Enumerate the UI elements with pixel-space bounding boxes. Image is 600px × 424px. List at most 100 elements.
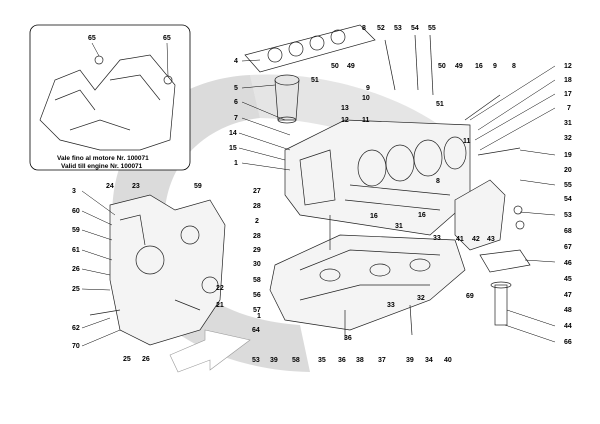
callout-16-right: 16 [475, 63, 483, 70]
callout-27: 27 [253, 188, 261, 195]
watermark-arrow [169, 329, 251, 373]
callout-34: 34 [425, 357, 433, 364]
callout-28-lower: 28 [253, 233, 261, 240]
callout-9-right: 9 [493, 63, 497, 70]
callout-8: 8 [362, 25, 366, 32]
callout-1-lower: 1 [257, 313, 261, 320]
callout-36: 36 [338, 357, 346, 364]
callout-62: 62 [72, 325, 80, 332]
callout-26: 26 [72, 266, 80, 273]
head-gasket [244, 24, 376, 73]
callout-52: 52 [377, 25, 385, 32]
callout-70: 70 [72, 343, 80, 350]
callout-37: 37 [378, 357, 386, 364]
callout-64: 64 [252, 327, 260, 334]
lower-crankcase [269, 234, 466, 331]
callout-14: 14 [229, 130, 237, 137]
cylinder-liner [274, 74, 300, 124]
callout-13: 13 [341, 105, 349, 112]
callout-47: 47 [564, 292, 572, 299]
callout-21: 21 [216, 302, 224, 309]
callout-4: 4 [234, 58, 238, 65]
callout-33-mid: 33 [433, 235, 441, 242]
callout-20: 20 [564, 167, 572, 174]
bolts [89, 34, 521, 340]
callout-12-right: 12 [564, 63, 572, 70]
callout-17: 17 [564, 91, 572, 98]
timing-cover [109, 194, 226, 346]
callout-11: 11 [362, 117, 370, 124]
callout-40: 40 [444, 357, 452, 364]
callout-69: 69 [466, 293, 474, 300]
callout-49: 49 [347, 63, 355, 70]
callout-54-right: 54 [564, 196, 572, 203]
inset-note-italian: Vale fino al motore Nr. 100071 [57, 155, 149, 162]
callout-29: 29 [253, 247, 261, 254]
callout-7-right: 7 [567, 105, 571, 112]
callout-5: 5 [234, 85, 238, 92]
callout-22: 22 [216, 285, 224, 292]
callout-18: 18 [564, 77, 572, 84]
callout-23: 23 [132, 183, 140, 190]
callout-51-right: 51 [436, 101, 444, 108]
callout-54: 54 [411, 25, 419, 32]
callout-19: 19 [564, 152, 572, 159]
callout-2: 2 [255, 218, 259, 225]
callout-43: 43 [487, 236, 495, 243]
callout-56: 56 [253, 292, 261, 299]
callout-55: 55 [428, 25, 436, 32]
callout-30: 30 [253, 261, 261, 268]
callout-7: 7 [234, 115, 238, 122]
callout-68: 68 [564, 228, 572, 235]
callout-59-top: 59 [194, 183, 202, 190]
callout-9: 9 [366, 85, 370, 92]
callout-35: 35 [318, 357, 326, 364]
callout-16: 16 [418, 212, 426, 219]
callout-1: 1 [234, 160, 238, 167]
leader-lines [81, 59, 556, 347]
callout-6: 6 [234, 99, 238, 106]
callout-45: 45 [564, 276, 572, 283]
callout-57: 57 [253, 307, 261, 314]
inset-callout-65-left: 65 [88, 35, 96, 42]
callout-25: 25 [72, 286, 80, 293]
callout-8-right: 8 [512, 63, 516, 70]
callout-39: 39 [406, 357, 414, 364]
inset-callout-65-right: 65 [163, 35, 171, 42]
callout-labels: 4 5 6 7 14 15 1 8 52 53 54 55 50 49 51 1… [72, 25, 572, 364]
callout-31-right: 31 [564, 120, 572, 127]
callout-51: 51 [311, 77, 319, 84]
callout-38: 38 [356, 357, 364, 364]
callout-32-right: 32 [564, 135, 572, 142]
callout-32: 32 [417, 295, 425, 302]
callout-36-mid: 36 [344, 335, 352, 342]
callout-49-right: 49 [455, 63, 463, 70]
callout-11-right: 11 [463, 138, 471, 145]
callout-41: 41 [456, 236, 464, 243]
callout-58-bottom: 58 [292, 357, 300, 364]
callout-16-mid: 16 [370, 213, 378, 220]
engine-mount-bracket [454, 179, 531, 326]
callout-42: 42 [472, 236, 480, 243]
callout-12: 12 [341, 117, 349, 124]
callout-31: 31 [395, 223, 403, 230]
callout-24: 24 [106, 183, 114, 190]
callout-44: 44 [564, 323, 572, 330]
callout-53-bottom: 53 [252, 357, 260, 364]
callout-33: 33 [387, 302, 395, 309]
callout-53: 53 [394, 25, 402, 32]
callout-59: 59 [72, 227, 80, 234]
crankcase-block [284, 119, 471, 236]
inset-panel: 65 65 Vale fino al motore Nr. 100071 Val… [29, 24, 191, 171]
callout-28: 28 [253, 203, 261, 210]
callout-58: 58 [253, 277, 261, 284]
callout-10: 10 [362, 95, 370, 102]
callout-61: 61 [72, 247, 80, 254]
callout-39-left: 39 [270, 357, 278, 364]
callout-50-right: 50 [438, 63, 446, 70]
callout-46: 46 [564, 260, 572, 267]
callout-48: 48 [564, 307, 572, 314]
callout-50: 50 [331, 63, 339, 70]
callout-66: 66 [564, 339, 572, 346]
